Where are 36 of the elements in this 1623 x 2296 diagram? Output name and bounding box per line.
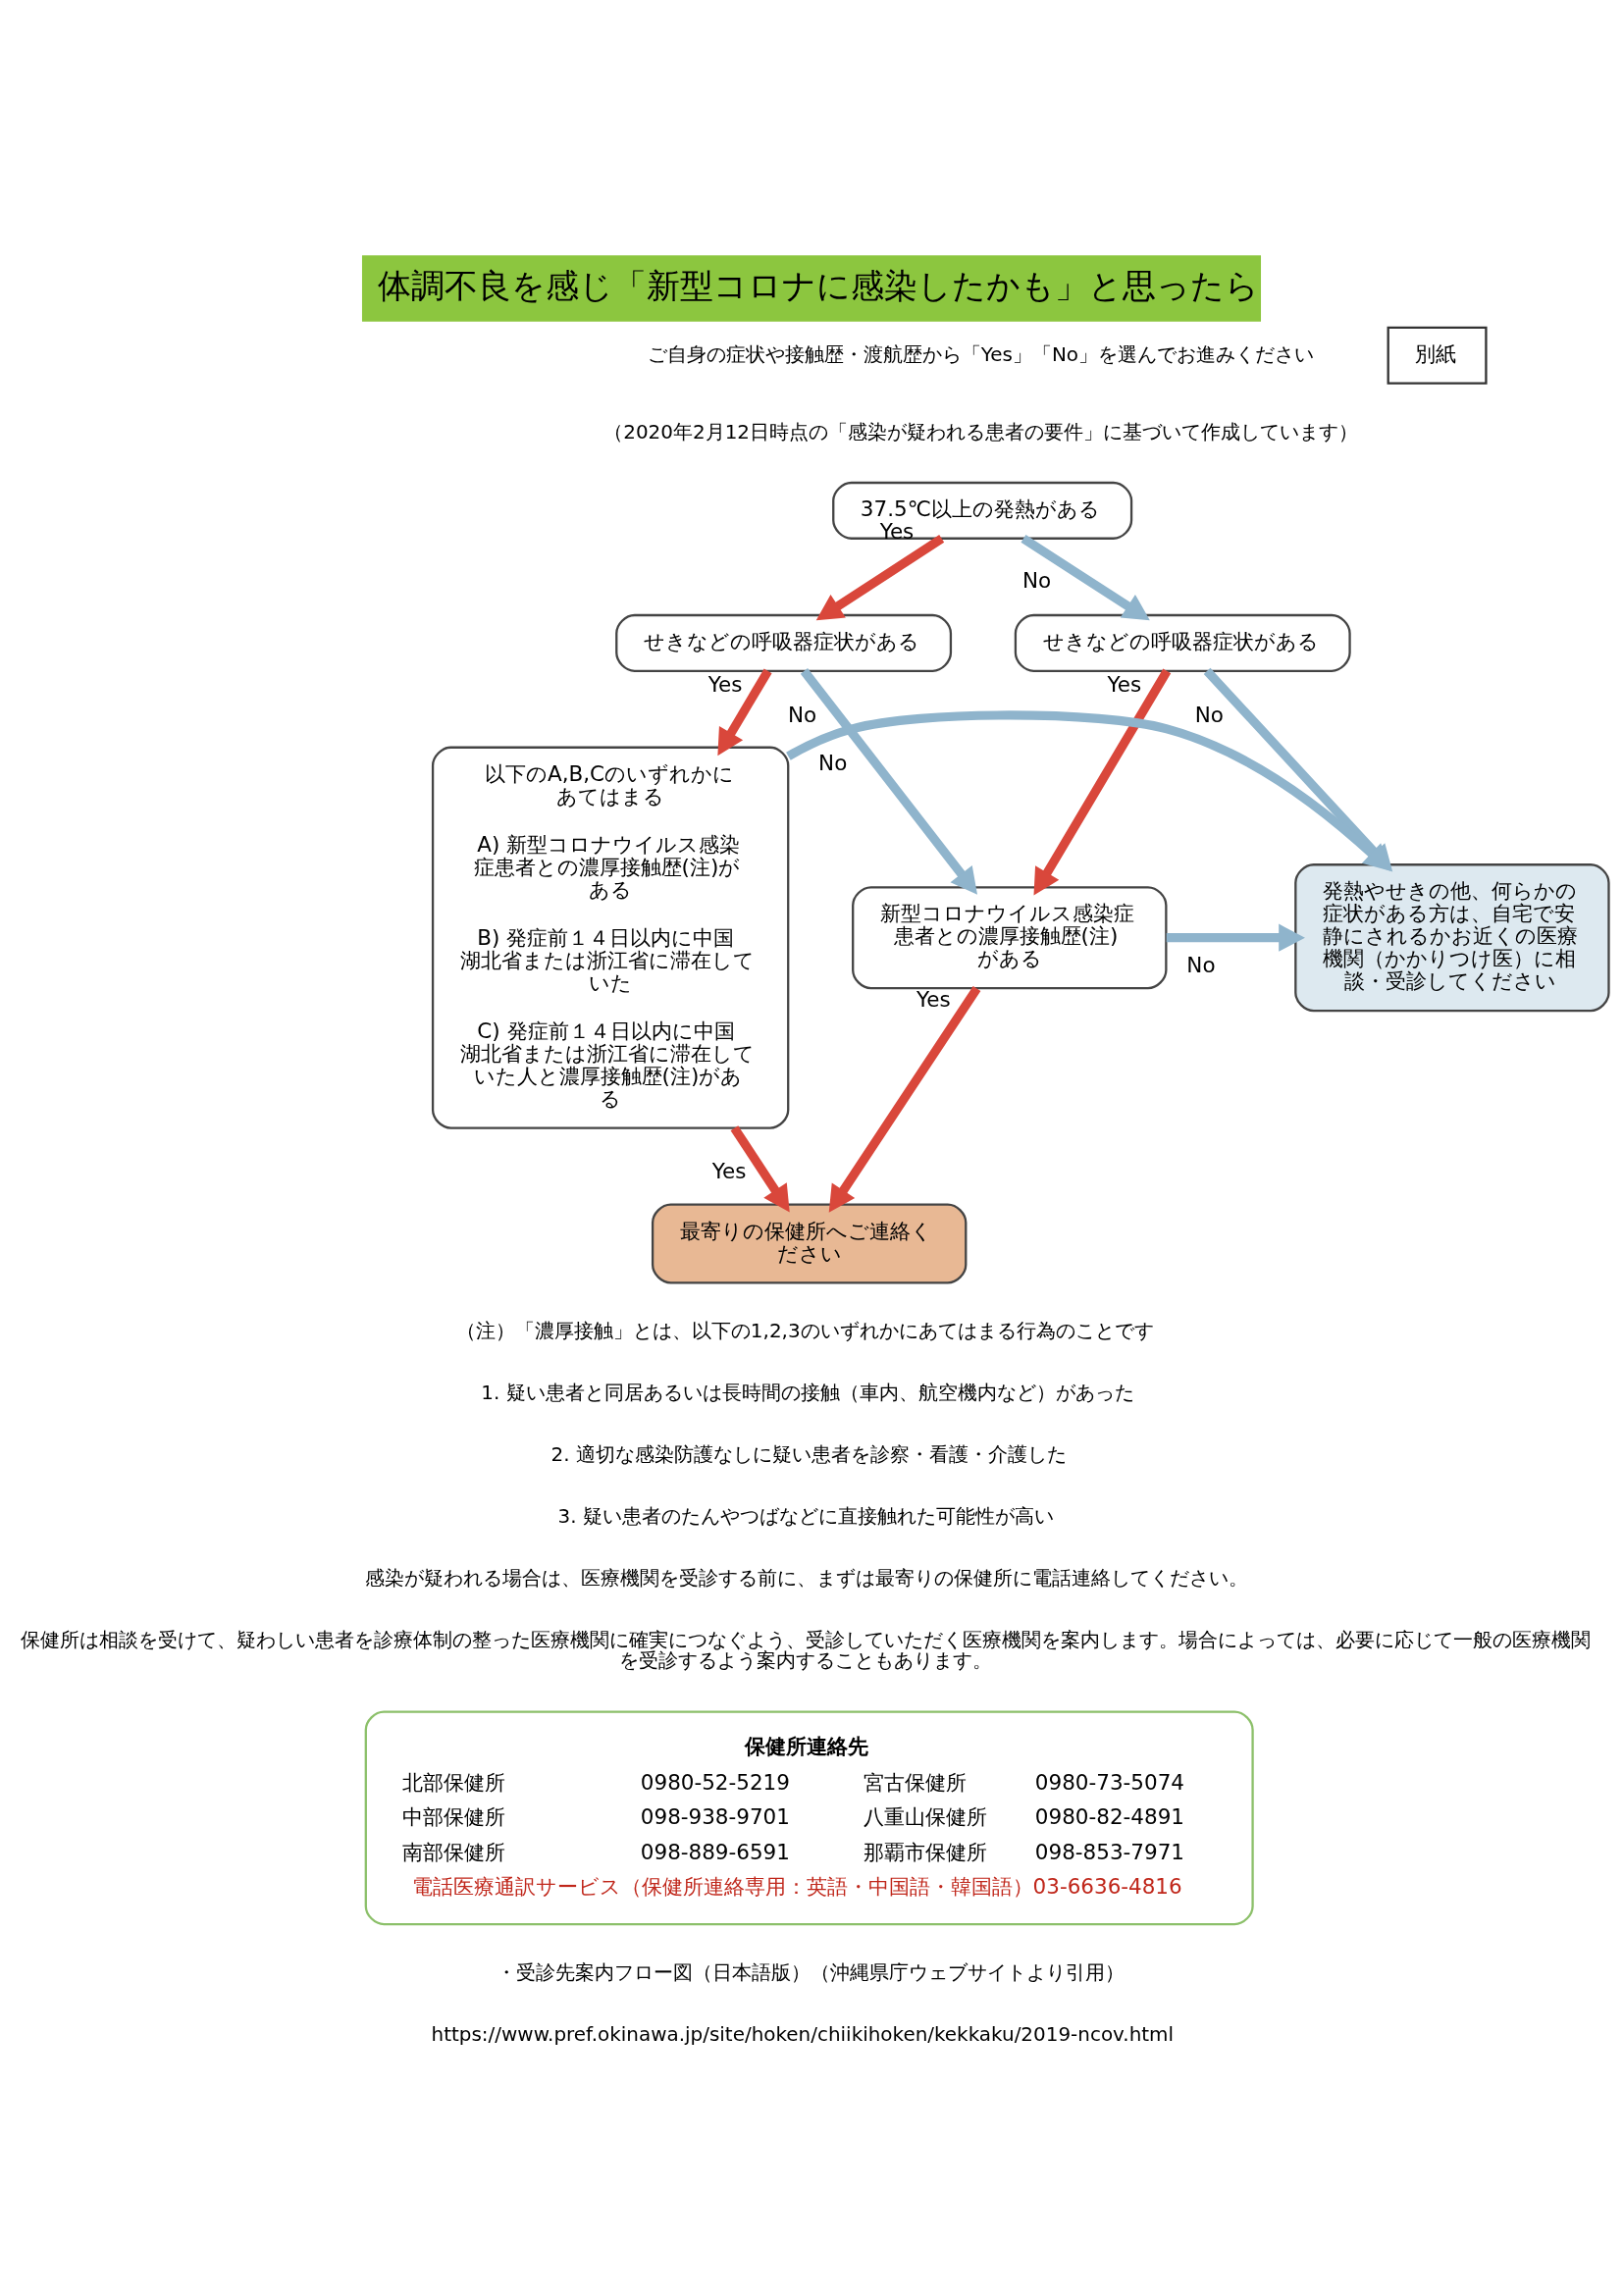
arrow: [815, 534, 945, 620]
node-box: 以下のA,B,Cのいずれかにあてはまる A) 新型コロナウイルス感染症患者との濃厚接触歴(注)がある B) 発症前１４日以内に中国湖北省または浙江省に滞在していた C) 発症前１４日以内に中国湖北省または浙江省に滞在していた人と濃厚接触歴(注)がある: [431, 746, 790, 1129]
label: ご自身の症状や接触歴・渡航歴から「Yes」「No」を選んでお進みください: [647, 341, 1315, 366]
node-box: 最寄りの保健所へご連絡ください: [651, 1202, 968, 1283]
edge-label: No: [788, 702, 817, 726]
node-box: 別紙: [1387, 326, 1488, 385]
arrow: [800, 667, 978, 895]
arrow: [730, 1124, 790, 1212]
edge-label: No: [818, 750, 848, 775]
label: ・受診先案内フロー図（日本語版）（沖縄県庁ウェブサイトより引用）: [496, 1959, 1125, 1984]
node-box: 新型コロナウイルス感染症患者との濃厚接触歴(注)がある: [852, 885, 1168, 989]
edge-label: No: [1194, 701, 1224, 726]
label: （注）「濃厚接触」とは、以下の1,2,3のいずれかにあてはまる行為のことです: [455, 1318, 1154, 1342]
label: 保健所は相談を受けて、疑わしい患者を診療体制の整った医療機関に確実につなぐよう、受診していただく医療機関を案内します。場合によっては、必要に応じて一般の医療機関を受診するよう案内することもあります。: [20, 1627, 1591, 1672]
label: （2020年2月12日時点の「感染が疑われる患者の要件」に基づいて作成しています）: [603, 419, 1359, 444]
arrow: [1033, 668, 1172, 896]
edge-label: No: [1186, 952, 1216, 977]
node-box: せきなどの呼吸器症状がある: [1014, 613, 1351, 672]
edge-label: Yes: [1107, 671, 1142, 697]
arrow: [717, 667, 772, 756]
label: 感染が疑われる場合は、医療機関を受診する前に、まずは最寄りの保健所に電話連絡してください。: [365, 1565, 1249, 1590]
arrow: [828, 985, 981, 1213]
label: 1. 疑い患者と同居あるいは長時間の接触（車内、航空機内など）があった: [481, 1380, 1134, 1404]
label: https://www.pref.okinawa.jp/site/hoken/chiikihoken/kekkaku/2019-ncov.html: [431, 2021, 1175, 2046]
node-box: せきなどの呼吸器症状がある: [615, 613, 953, 672]
edge-label: Yes: [707, 671, 743, 697]
edge-label: No: [1021, 567, 1052, 593]
arrow: [1021, 534, 1150, 620]
arrow: [1166, 923, 1305, 952]
diagram-title: 体調不良を感じ「新型コロナに感染したかも」と思ったら: [378, 266, 1260, 305]
label: 2. 適切な感染防護なしに疑い患者を診察・看護・介護した: [550, 1441, 1067, 1466]
node-box: 保健所連絡先 北部保健所 0980-52-5219 宮古保健所 0980-73-5074 中部保健所 098-938-9701 八重山保健所 0980-82-4891 南部保健所 098-889-6591 那覇市保健所 098-853-7971 電話医療通訳サービス（保健所連絡専用：英語・中国語・韓国語）03-6636-4816: [364, 1710, 1254, 1925]
edge-label: Yes: [916, 986, 951, 1012]
label: 3. 疑い患者のたんやつばなどに直接触れた可能性が高い: [557, 1503, 1054, 1528]
node-box: 発熱やせきの他、何らかの症状がある方は、自宅で安静にされるかお近くの医療機関（かかりつけ医）に相談・受診してください: [1294, 862, 1610, 1012]
edge-label: Yes: [711, 1158, 747, 1183]
